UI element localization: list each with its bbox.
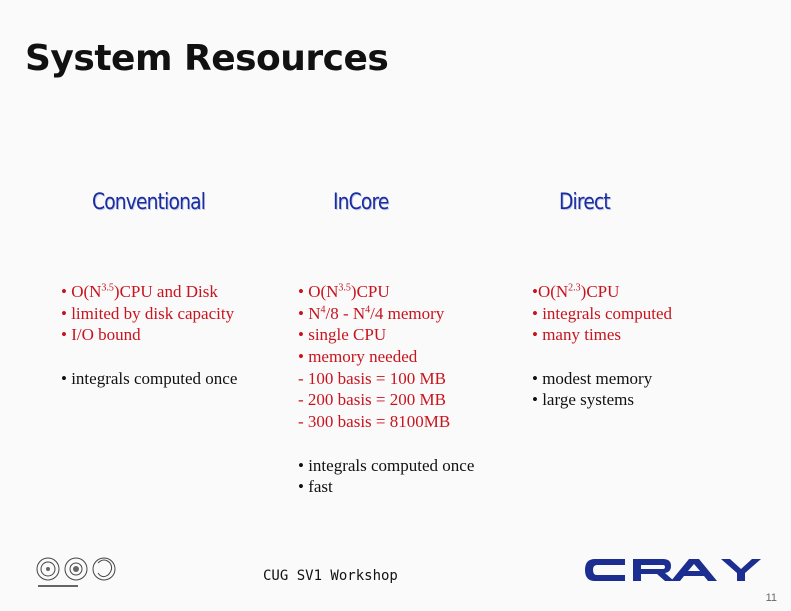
column-direct: •O(N2.3)CPU• integrals computed• many ti…	[532, 281, 672, 411]
bullet-line	[61, 346, 237, 368]
bullet-line: • modest memory	[532, 368, 672, 390]
column-heading-direct: Direct	[559, 190, 611, 215]
bullet-line: • N4/8 - N4/4 memory	[298, 303, 474, 325]
bullet-text: • O(N	[61, 282, 102, 301]
bullet-text: • single CPU	[298, 325, 387, 345]
bullet-line: • single CPU	[298, 324, 474, 346]
bullet-text: • N	[298, 303, 321, 323]
bullet-text: - 100 basis = 100 MB	[298, 368, 446, 388]
slide-title: System Resources	[25, 38, 389, 79]
bullet-text: • memory needed	[298, 347, 418, 367]
bullet-line: • memory needed	[298, 346, 474, 368]
footer-workshop-text: CUG SV1 Workshop	[263, 568, 398, 584]
superscript-exponent: 2.3	[568, 282, 581, 294]
column-incore: • O(N3.5)CPU• N4/8 - N4/4 memory• single…	[298, 281, 474, 498]
page-number: 11	[765, 592, 777, 604]
bullet-line: • I/O bound	[61, 324, 237, 346]
cray-logo	[585, 559, 761, 581]
bullet-line: • limited by disk capacity	[61, 303, 237, 325]
bullet-text: •O(N	[532, 282, 569, 301]
column-heading-incore: InCore	[333, 190, 389, 215]
bullet-text: • integrals computed once	[298, 455, 475, 475]
bullet-line: • integrals computed	[532, 303, 672, 325]
bullet-text: /4 memory	[370, 303, 445, 323]
bullet-line	[532, 346, 672, 368]
bullet-line: •O(N2.3)CPU	[532, 281, 672, 303]
bullet-line: • large systems	[532, 389, 672, 411]
bullet-text: • integrals computed	[532, 303, 673, 323]
bullet-text: - 200 basis = 200 MB	[298, 390, 446, 410]
bullet-line: • O(N3.5)CPU	[298, 281, 474, 303]
superscript-exponent: 4	[365, 304, 371, 316]
bullet-line: • fast	[298, 476, 474, 498]
bullet-text: - 300 basis = 8100MB	[298, 412, 451, 432]
column-conventional: • O(N3.5)CPU and Disk• limited by disk c…	[61, 281, 237, 389]
bullet-text: )CPU and Disk	[113, 282, 218, 301]
bullet-text: • modest memory	[532, 368, 653, 388]
bullet-text: /8 - N	[325, 303, 366, 323]
bullet-text: • fast	[298, 477, 333, 497]
bullet-line: • integrals computed once	[298, 455, 474, 477]
bullet-text: )CPU	[580, 282, 620, 301]
bullet-line: • O(N3.5)CPU and Disk	[61, 281, 237, 303]
bullet-line: • many times	[532, 324, 672, 346]
bullet-text: • I/O bound	[61, 325, 141, 345]
superscript-exponent: 3.5	[101, 282, 114, 294]
bullet-text: • large systems	[532, 390, 634, 410]
superscript-exponent: 3.5	[338, 282, 351, 294]
bullet-line: • integrals computed once	[61, 368, 237, 390]
bullet-text: • O(N	[298, 282, 339, 301]
partner-seals-logo	[36, 557, 116, 587]
column-heading-conventional: Conventional	[92, 190, 206, 215]
superscript-exponent: 4	[320, 304, 326, 316]
bullet-text: • many times	[532, 325, 622, 345]
bullet-line: - 100 basis = 100 MB	[298, 368, 474, 390]
bullet-text: )CPU	[350, 282, 390, 301]
bullet-line: - 300 basis = 8100MB	[298, 411, 474, 433]
bullet-text: • limited by disk capacity	[61, 303, 235, 323]
bullet-text: • integrals computed once	[61, 368, 238, 388]
bullet-line	[298, 433, 474, 455]
bullet-line: - 200 basis = 200 MB	[298, 389, 474, 411]
